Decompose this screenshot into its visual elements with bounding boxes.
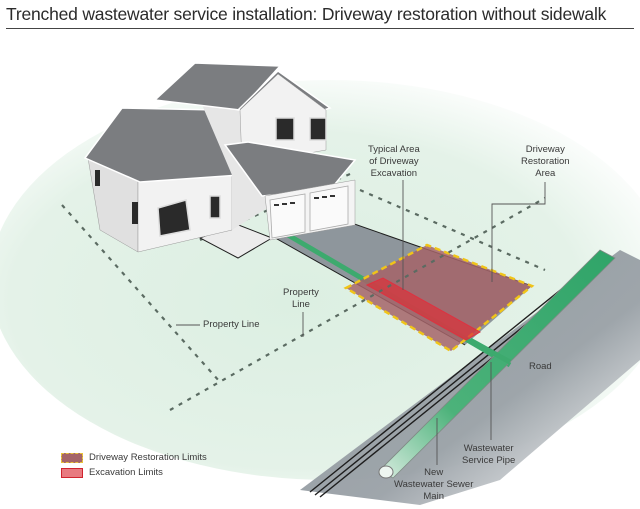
label-property-line-center: Property Line: [283, 287, 319, 311]
label-line: New: [424, 467, 444, 478]
service-connection: [468, 337, 512, 365]
restoration-swatch-icon: [61, 452, 83, 463]
label-line: Excavation: [370, 168, 418, 179]
driveway-restoration-area: [343, 243, 535, 353]
diagram-title: Trenched wastewater service installation…: [6, 4, 607, 24]
label-line: Driveway: [525, 144, 565, 155]
label-line: Typical Area: [368, 144, 420, 155]
label-line: Line: [291, 299, 310, 310]
label-line: of Driveway: [369, 156, 419, 167]
label-line: Wastewater: [463, 443, 514, 454]
label-line: Service Pipe: [462, 455, 516, 466]
excavation-swatch-icon: [61, 467, 83, 478]
label-road: Road: [529, 361, 552, 372]
label-property-line-left: Property Line: [203, 319, 260, 330]
leader-lines: [176, 180, 546, 465]
sewer-main-end: [378, 465, 394, 479]
label-sewer-main: New Wastewater Sewer Main: [394, 467, 473, 503]
title-underline: [6, 28, 634, 29]
label-line: Wastewater Sewer: [394, 479, 474, 490]
label-restoration-area: Driveway Restoration Area: [521, 144, 570, 180]
excavation-area: [365, 277, 482, 341]
house: [83, 62, 357, 259]
label-line: Restoration: [521, 156, 570, 167]
legend-item-excavation: Excavation Limits: [61, 465, 207, 480]
label-service-pipe: Wastewater Service Pipe: [462, 443, 515, 467]
label-line: Area: [535, 168, 556, 179]
legend-label: Driveway Restoration Limits: [89, 452, 207, 463]
legend-item-restoration: Driveway Restoration Limits: [61, 450, 207, 465]
legend-label: Excavation Limits: [89, 467, 163, 478]
label-line: Main: [423, 491, 444, 502]
legend: Driveway Restoration Limits Excavation L…: [61, 450, 207, 480]
label-typical-area: Typical Area of Driveway Excavation: [368, 144, 420, 180]
label-line: Property: [283, 287, 319, 298]
